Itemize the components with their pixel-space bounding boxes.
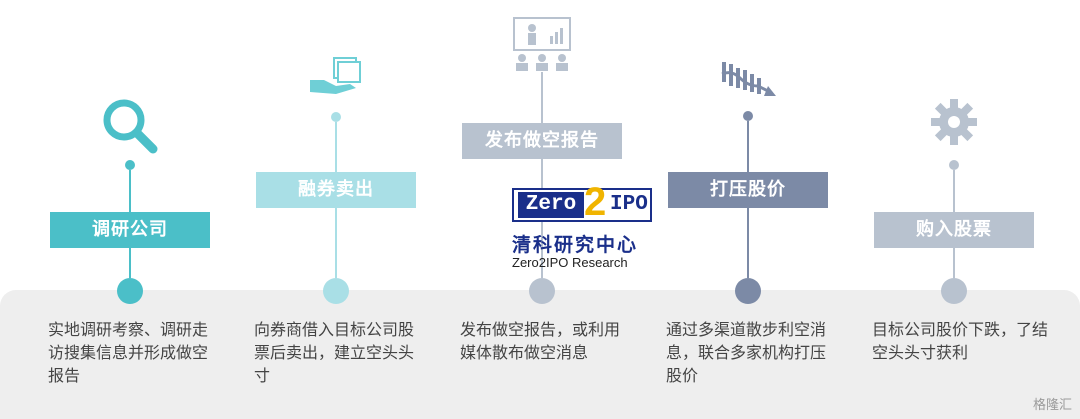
connector-line (541, 72, 543, 278)
step-label: 打压股价 (668, 172, 828, 208)
logo-english-name: Zero2IPO Research (512, 255, 628, 270)
connector-dot (331, 112, 341, 122)
step-label: 购入股票 (874, 212, 1034, 248)
magnifier-icon (103, 99, 158, 154)
timeline-dot (941, 278, 967, 304)
logo-two-text: 2 (584, 180, 607, 224)
step-suppress-price: 打压股价 通过多渠道散步利空消息，联合多家机构打压股价 (648, 0, 848, 419)
connector-dot (949, 160, 959, 170)
timeline-dot (529, 278, 555, 304)
step-description: 目标公司股价下跌，了结空头头寸获利 (872, 320, 1049, 362)
step-label: 调研公司 (50, 212, 210, 248)
step-label: 融券卖出 (256, 172, 416, 208)
step-description: 实地调研考察、调研走访搜集信息并形成做空报告 (48, 320, 209, 385)
zero2ipo-logo: Zero 2 IPO 清科研究中心 Zero2IPO Research (512, 180, 652, 278)
step-publish-report: 发布做空报告 发布做空报告，或利用媒体散布做空消息 (442, 0, 642, 419)
step-label: 发布做空报告 (462, 123, 622, 159)
connector-dot (125, 160, 135, 170)
gear-icon (931, 99, 977, 145)
step-research: 调研公司 实地调研考察、调研走访搜集信息并形成做空报告 (30, 0, 230, 419)
timeline-dot (117, 278, 143, 304)
timeline-dot (323, 278, 349, 304)
logo-frame: Zero 2 IPO (512, 180, 652, 224)
logo-chinese-name: 清科研究中心 (512, 234, 639, 256)
bottom-band (0, 290, 1080, 419)
timeline-dot (735, 278, 761, 304)
presentation-icon (513, 17, 571, 71)
connector-dot (743, 111, 753, 121)
logo-ipo-text: IPO (610, 193, 648, 216)
watermark: 格隆汇 (1032, 398, 1072, 413)
logo-zero-text: Zero (518, 192, 584, 218)
step-description: 向券商借入目标公司股票后卖出，建立空头头寸 (254, 320, 415, 385)
hand-document-icon (310, 57, 361, 94)
falling-chart-icon (721, 62, 776, 96)
step-description: 发布做空报告，或利用媒体散布做空消息 (460, 320, 621, 362)
step-borrow-sell: 融券卖出 向券商借入目标公司股票后卖出，建立空头头寸 (236, 0, 436, 419)
step-buy-back: 购入股票 目标公司股价下跌，了结空头头寸获利 (854, 0, 1054, 419)
step-description: 通过多渠道散步利空消息，联合多家机构打压股价 (666, 320, 827, 385)
